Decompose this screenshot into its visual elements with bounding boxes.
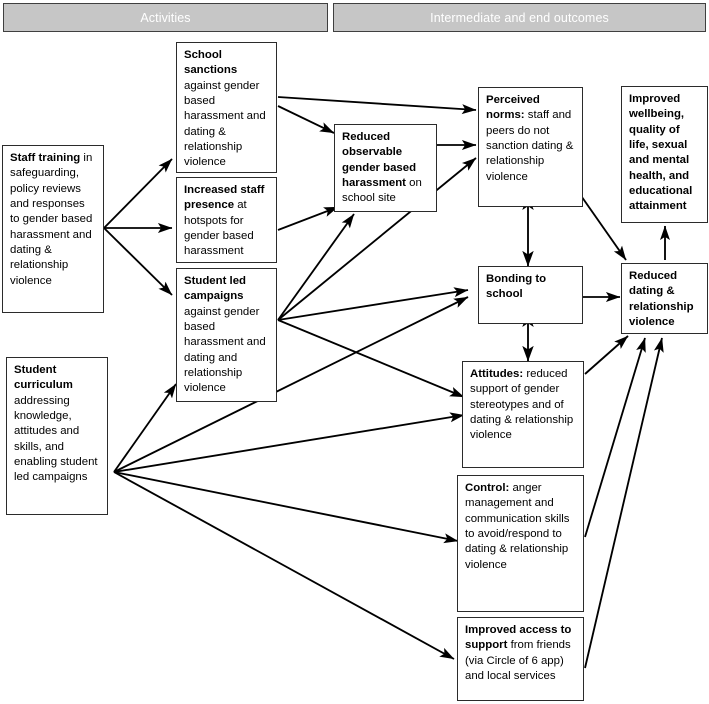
arrow-control-to-reduceddrv [584, 337, 646, 538]
box-student-led-campaigns-rest: against gender based harassment and dati… [184, 305, 266, 395]
arrow-stafftraining-to-schoolsanctions [103, 158, 173, 229]
arrow-staffpresence-to-reducedobservable [277, 206, 339, 231]
arrow-studentcampaigns-to-perceivednorms [277, 157, 477, 321]
arrow-curriculum-to-attitudes [113, 412, 465, 473]
arrow-attitudes-to-reduceddrv [584, 335, 629, 375]
box-improved-wellbeing-bold: Improved wellbeing, quality of life, sex… [629, 93, 693, 213]
box-staff-training-rest: in safeguarding, policy reviews and resp… [10, 152, 93, 287]
box-attitudes[interactable]: Attitudes: reduced support of gender ste… [462, 361, 584, 468]
box-reduced-dating-relationship-violence[interactable]: Reduced dating & relationship violence [621, 263, 708, 334]
box-bonding-to-school[interactable]: Bonding to school [478, 266, 583, 324]
box-student-curriculum-bold: Student curriculum [14, 364, 73, 392]
box-school-sanctions[interactable]: School sanctions against gender based ha… [176, 42, 277, 173]
box-perceived-norms[interactable]: Perceived norms: staff and peers do not … [478, 87, 583, 207]
box-increased-staff-presence-rest: at hotspots for gender based harassment [184, 199, 254, 258]
box-reduced-observable-harassment-rest: on school site [342, 176, 422, 205]
arrow-curriculum-to-studentcampaigns [113, 383, 177, 473]
box-reduced-observable-harassment[interactable]: Reduced observable gender based harassme… [334, 124, 437, 212]
box-school-sanctions-bold: School sanctions [184, 49, 238, 77]
banner-activities-label: Activities [140, 10, 191, 25]
box-perceived-norms-rest: staff and peers do not sanction dating &… [486, 109, 574, 183]
arrow-studentcampaigns-to-bonding [277, 287, 469, 321]
box-student-led-campaigns[interactable]: Student led campaigns against gender bas… [176, 268, 277, 402]
box-student-led-campaigns-bold: Student led campaigns [184, 275, 247, 303]
box-school-sanctions-rest: against gender based harassment and dati… [184, 79, 266, 169]
arrow-studentcampaigns-to-reducedobservable [277, 213, 355, 321]
box-bonding-to-school-bold: Bonding to school [486, 273, 547, 301]
box-staff-training-bold: Staff training [10, 152, 81, 164]
box-student-curriculum[interactable]: Student curriculum addressing knowledge,… [6, 357, 108, 515]
arrow-schoolsanctions-to-perceivednorms [277, 96, 477, 115]
banner-outcomes-label: Intermediate and end outcomes [430, 10, 609, 25]
box-staff-training[interactable]: Staff training in safeguarding, policy r… [2, 145, 104, 313]
box-attitudes-rest: reduced support of gender stereotypes an… [470, 368, 574, 442]
banner-outcomes: Intermediate and end outcomes [333, 3, 706, 32]
box-attitudes-bold: Attitudes: [470, 368, 524, 380]
box-improved-access-to-support[interactable]: Improved access to support from friends … [457, 617, 584, 701]
box-reduced-drv-bold: Reduced dating & relationship violence [629, 270, 694, 328]
arrow-curriculum-to-access [113, 471, 455, 660]
box-control[interactable]: Control: anger management and communicat… [457, 475, 584, 612]
box-reduced-observable-harassment-bold: Reduced observable gender based harassme… [342, 131, 417, 189]
box-perceived-norms-bold: Perceived norms: [486, 94, 540, 122]
box-improved-wellbeing[interactable]: Improved wellbeing, quality of life, sex… [621, 86, 708, 223]
arrow-stafftraining-to-studentcampaigns [103, 227, 173, 296]
arrow-studentcampaigns-to-attitudes [277, 319, 465, 398]
box-control-rest: anger management and communication skill… [465, 482, 570, 571]
box-improved-access-to-support-rest: from friends (via Circle of 6 app) and l… [465, 639, 571, 682]
box-improved-access-to-support-bold: Improved access to support [465, 624, 572, 652]
box-control-bold: Control: [465, 482, 510, 494]
banner-activities: Activities [3, 3, 328, 32]
box-student-curriculum-rest: addressing knowledge, attitudes and skil… [14, 394, 98, 484]
arrow-curriculum-to-control [113, 471, 459, 544]
arrow-curriculum-to-bonding [113, 296, 469, 473]
arrow-access-to-reduceddrv [584, 337, 664, 669]
arrow-schoolsanctions-to-reducedobservable [277, 105, 335, 134]
box-increased-staff-presence[interactable]: Increased staff presence at hotspots for… [176, 177, 277, 263]
box-increased-staff-presence-bold: Increased staff presence [184, 184, 265, 212]
